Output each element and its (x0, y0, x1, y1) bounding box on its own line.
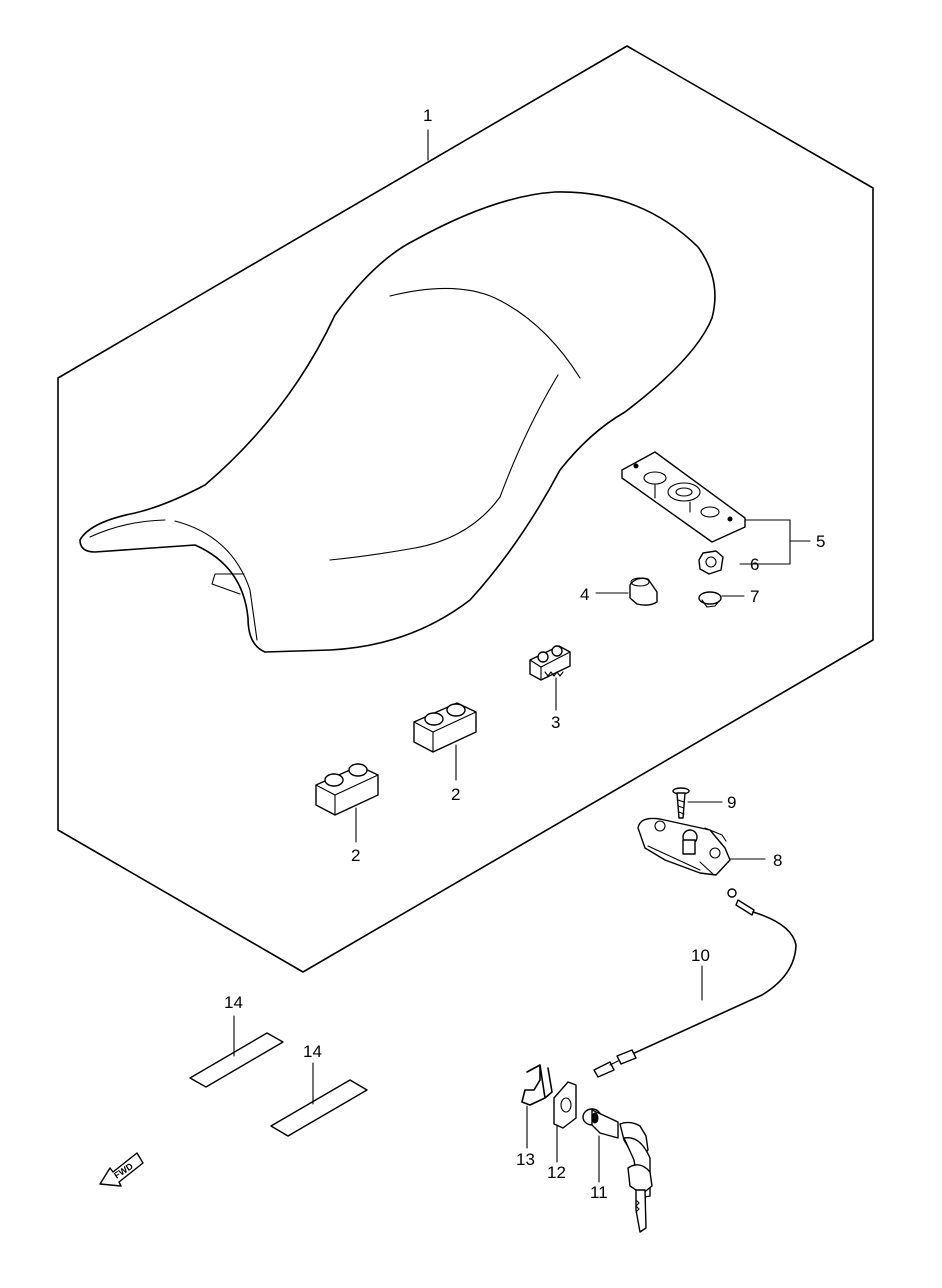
callout-13: 13 (516, 1150, 535, 1169)
callout-7: 7 (750, 587, 759, 606)
lock-clip (521, 1064, 553, 1106)
cushion-block-upper (413, 702, 477, 753)
assembly-boundary (57, 45, 874, 973)
key-cylinder (582, 1108, 653, 1233)
callout-11: 11 (590, 1183, 608, 1202)
callout-12: 12 (547, 1163, 566, 1182)
decal-strip-right (270, 1079, 368, 1137)
seat-lock (637, 817, 731, 876)
callout-8: 8 (773, 851, 782, 870)
lock-plate (553, 1081, 577, 1129)
callout-2-lower: 2 (351, 846, 360, 865)
callout-6: 6 (750, 555, 759, 574)
callout-9: 9 (727, 793, 736, 812)
callout-4: 4 (580, 585, 589, 604)
fwd-arrow-badge: FWD (99, 1152, 144, 1187)
callout-2-upper: 2 (451, 785, 460, 804)
callout-14-right: 14 (303, 1042, 322, 1061)
arrow-left-icon (99, 1152, 144, 1187)
seat-body (79, 191, 716, 653)
screw-part (672, 787, 690, 819)
callout-3: 3 (551, 713, 560, 732)
lock-cable (593, 888, 797, 1078)
rubber-cushion (629, 577, 658, 606)
cushion-block-lower (315, 763, 379, 816)
leader-lines (233, 129, 811, 1183)
decal-strip-left (189, 1032, 284, 1088)
callout-numbers: 1 3 2 2 4 5 6 7 9 8 10 14 14 13 12 11 (224, 106, 825, 1202)
nut-part (698, 550, 724, 575)
callout-5: 5 (816, 532, 825, 551)
callout-10: 10 (691, 946, 710, 965)
seat-bracket-plate (621, 451, 746, 543)
callout-1: 1 (423, 106, 432, 125)
callout-14-left: 14 (224, 993, 243, 1012)
cushion-block-small (529, 645, 571, 681)
grommet-part (698, 591, 722, 608)
